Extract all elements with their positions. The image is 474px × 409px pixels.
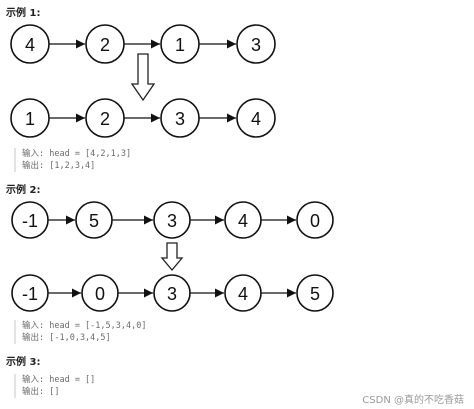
after-row-node xyxy=(85,98,125,138)
before-row-node xyxy=(11,201,49,239)
transform-arrow xyxy=(160,242,184,272)
after-row-node xyxy=(81,274,119,312)
example-2-code: 输入: head = [-1,5,3,4,0] 输出: [-1,0,3,4,5] xyxy=(14,320,146,344)
before-row-node xyxy=(85,24,125,64)
after-row-node xyxy=(160,98,200,138)
before-row-node-label: 3 xyxy=(251,35,261,55)
before-row-node-label: 3 xyxy=(167,211,177,231)
after-row-node-label: 4 xyxy=(238,284,248,304)
example-1-diagram: 4 2 1 3 1 2 3 4 xyxy=(10,24,276,138)
example-2-title: 示例 2: xyxy=(6,185,41,196)
after-row-node xyxy=(153,274,191,312)
after-row-node-label: 0 xyxy=(95,284,105,304)
before-row-node xyxy=(224,201,262,239)
before-row-node xyxy=(296,201,334,239)
example-3-input: 输入: head = [] xyxy=(22,375,96,385)
before-row-node xyxy=(75,201,113,239)
after-row-node xyxy=(11,274,49,312)
before-row-node-label: -1 xyxy=(22,211,38,231)
after-row-node xyxy=(296,274,334,312)
before-row-node-label: 4 xyxy=(238,211,248,231)
example-3-code: 输入: head = [] 输出: [] xyxy=(14,374,95,398)
example-2-output: 输出: [-1,0,3,4,5] xyxy=(22,333,111,343)
before-row-node-label: 1 xyxy=(175,35,185,55)
example-3-output: 输出: [] xyxy=(22,387,60,397)
example-1-title: 示例 1: xyxy=(6,8,41,19)
before-row-node xyxy=(236,24,276,64)
before-row-node-label: 4 xyxy=(25,35,35,55)
transform-arrow xyxy=(130,53,156,102)
after-row-node-label: 4 xyxy=(251,109,261,129)
before-row-node xyxy=(153,201,191,239)
example-2-input: 输入: head = [-1,5,3,4,0] xyxy=(22,321,147,331)
example-1-output: 输出: [1,2,3,4] xyxy=(22,161,96,171)
after-row-node-label: 3 xyxy=(167,284,177,304)
after-row-node-label: 3 xyxy=(175,109,185,129)
before-row-node-label: 0 xyxy=(310,211,320,231)
after-row-node xyxy=(10,98,50,138)
example-2-diagram: -1 5 3 4 0 -1 0 3 4 5 xyxy=(11,201,334,312)
watermark: CSDN @真的不吃香菇 xyxy=(362,395,464,406)
example-1-code: 输入: head = [4,2,1,3] 输出: [1,2,3,4] xyxy=(14,148,131,172)
after-row-node-label: -1 xyxy=(22,284,38,304)
example-1-input: 输入: head = [4,2,1,3] xyxy=(22,149,132,159)
before-row-node-label: 5 xyxy=(89,211,99,231)
example-3-title: 示例 3: xyxy=(6,357,41,368)
before-row-node-label: 2 xyxy=(100,35,110,55)
after-row-node-label: 5 xyxy=(310,284,320,304)
after-row-node-label: 1 xyxy=(25,109,35,129)
after-row-node xyxy=(224,274,262,312)
after-row-node-label: 2 xyxy=(100,109,110,129)
after-row-node xyxy=(236,98,276,138)
before-row-node xyxy=(10,24,50,64)
before-row-node xyxy=(160,24,200,64)
